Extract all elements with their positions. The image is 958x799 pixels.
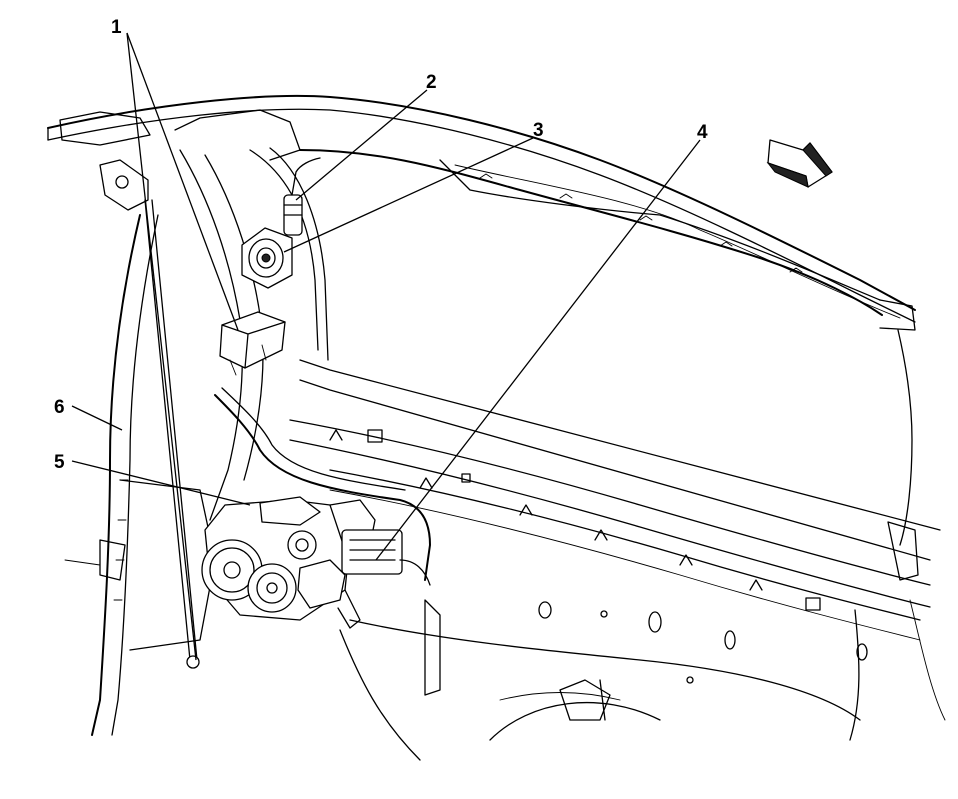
front-direction-arrow-icon xyxy=(766,139,833,188)
control-module xyxy=(219,311,286,376)
callout-3: 3 xyxy=(533,120,544,141)
leader-line-6 xyxy=(71,405,123,431)
callout-6: 6 xyxy=(54,397,65,418)
leader-line-2 xyxy=(295,89,428,201)
leader-line-1b xyxy=(126,32,197,661)
callout-5: 5 xyxy=(54,452,65,473)
leader-line-1 xyxy=(126,32,239,331)
wiring-connector xyxy=(283,157,321,236)
callout-4: 4 xyxy=(697,122,708,143)
callout-1: 1 xyxy=(111,17,122,38)
motor-gear-assembly xyxy=(201,496,431,629)
leader-line-3 xyxy=(283,137,534,253)
body-structure-line-art xyxy=(47,94,946,761)
speaker xyxy=(241,227,293,289)
callout-labels: 1 2 3 4 5 6 xyxy=(54,17,708,473)
callout-2: 2 xyxy=(426,72,437,93)
leader-line-5 xyxy=(71,460,251,506)
leader-lines xyxy=(71,32,701,661)
leader-line-4 xyxy=(375,139,701,561)
